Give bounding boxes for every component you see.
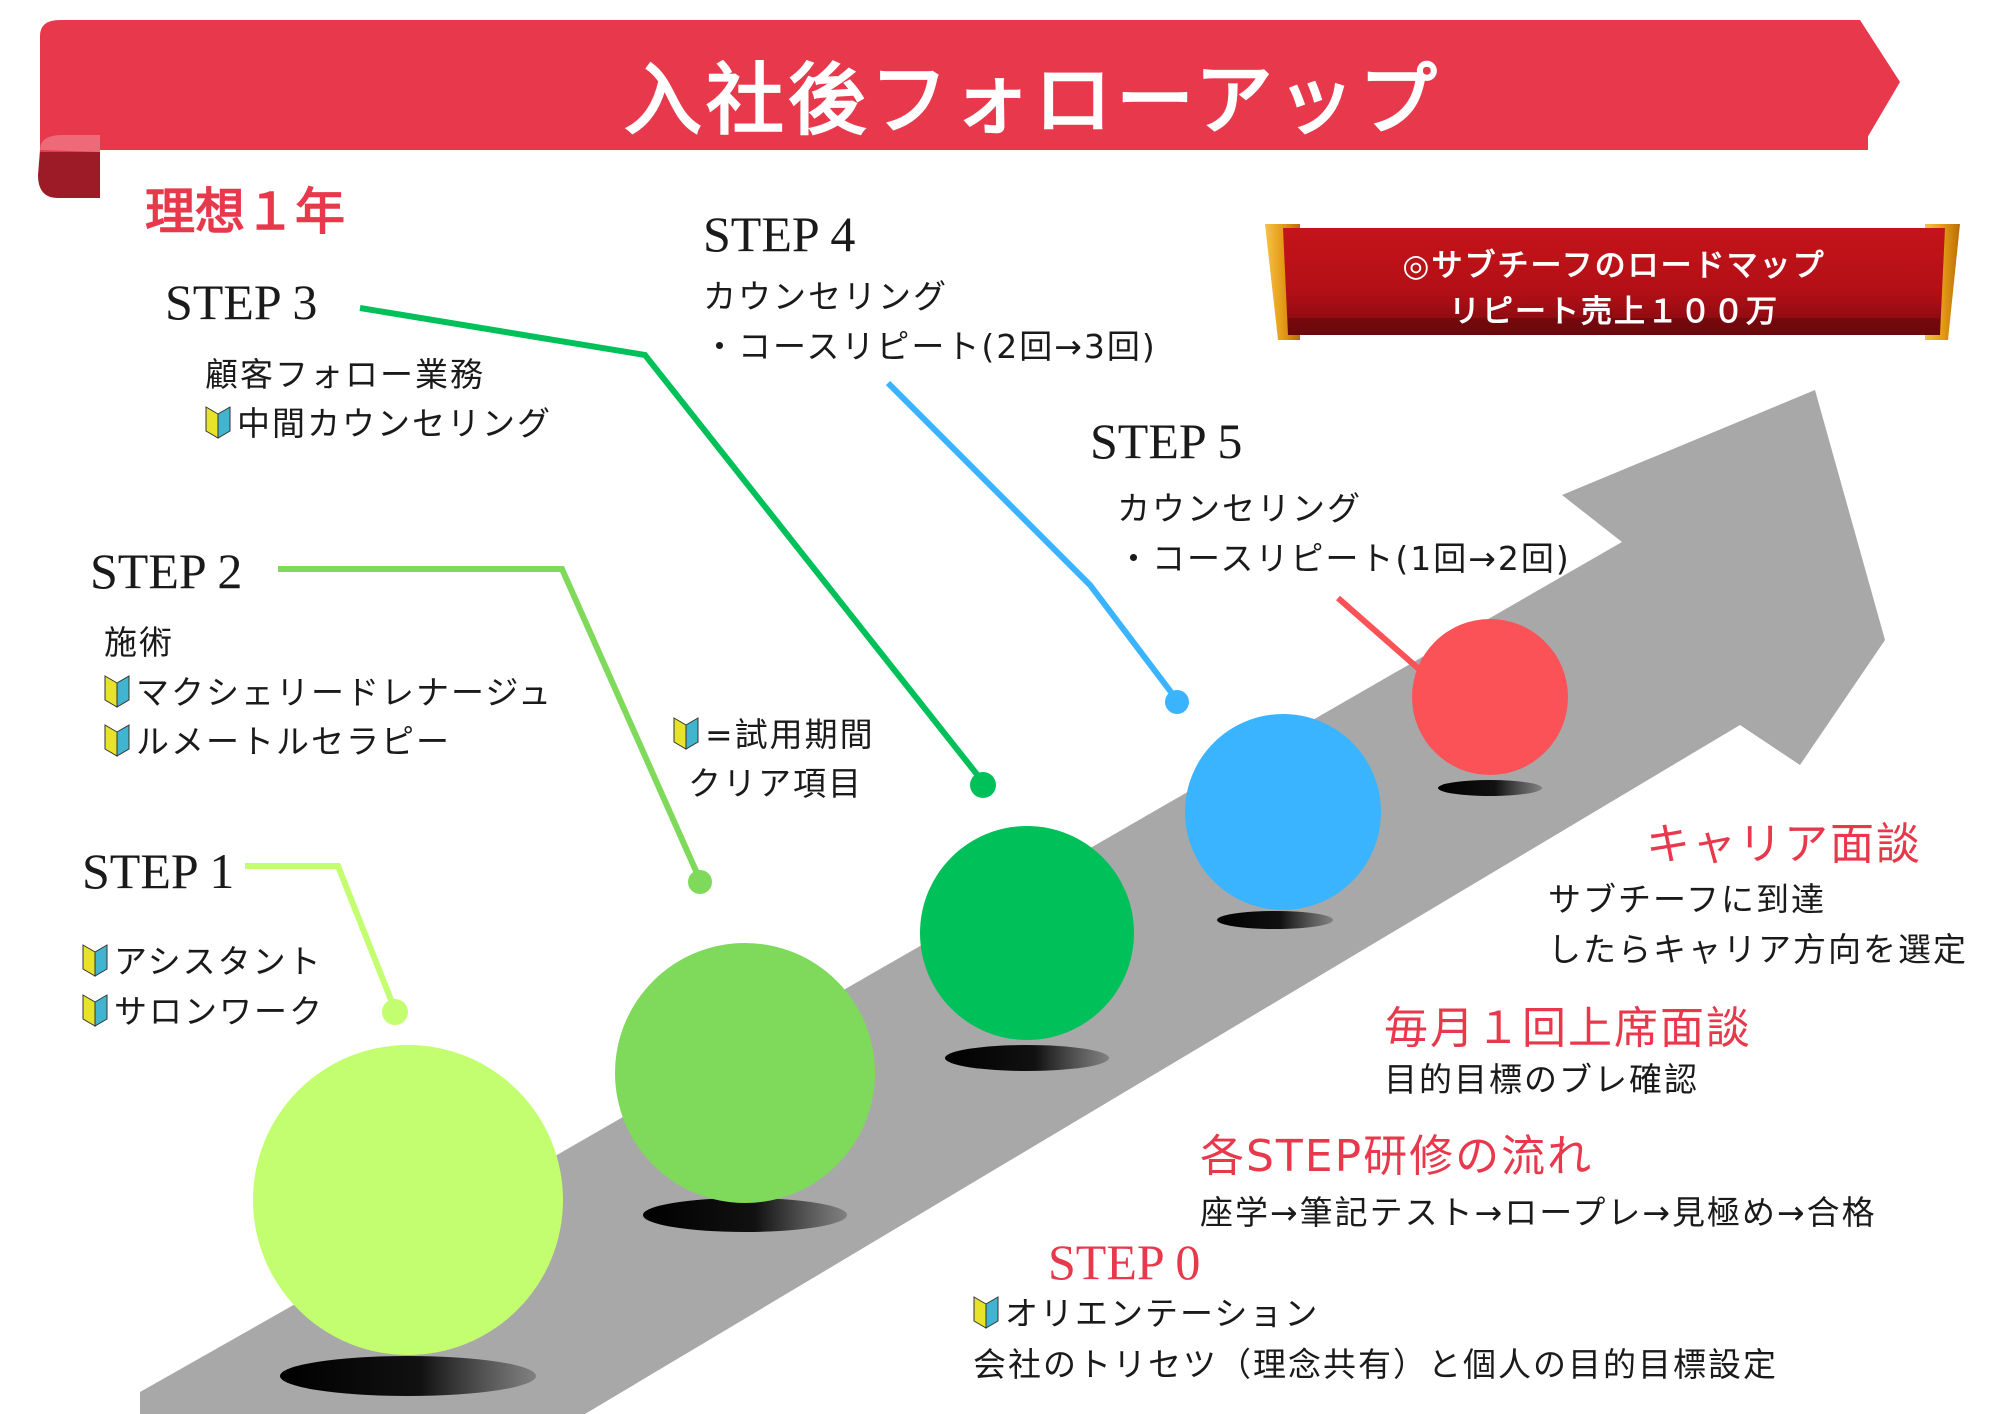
career-heading: キャリア面談 bbox=[1646, 819, 1922, 870]
step2-item: マクシェリードレナージュ bbox=[104, 666, 553, 714]
training-heading: 各STEP研修の流れ bbox=[1200, 1131, 1594, 1182]
legend-label: =試用期間 bbox=[705, 715, 875, 754]
step5-line: ・コースリピート(1回→2回) bbox=[1117, 539, 1571, 578]
step1-item: サロンワーク bbox=[82, 985, 324, 1033]
step1-item-label: サロンワーク bbox=[114, 992, 324, 1031]
ball-step3 bbox=[920, 826, 1134, 1040]
legend-line: クリア項目 bbox=[688, 764, 863, 803]
ball-shadow-step5 bbox=[1438, 780, 1542, 796]
career-line: サブチーフに到達 bbox=[1548, 880, 1827, 919]
step1-heading: STEP 1 bbox=[82, 843, 235, 899]
step2-item-label: ルメートルセラピー bbox=[136, 722, 451, 761]
beginner-mark-icon bbox=[673, 717, 699, 750]
beginner-mark-icon bbox=[104, 724, 130, 757]
step3-heading: STEP 3 bbox=[165, 274, 318, 330]
step3-item-label: 中間カウンセリング bbox=[237, 404, 552, 443]
step0-heading: STEP 0 bbox=[1048, 1234, 1201, 1290]
roadmap-badge bbox=[1265, 224, 1960, 340]
period-label: 理想１年 bbox=[145, 183, 345, 241]
ribbon-body bbox=[40, 20, 1868, 152]
step2-intro: 施術 bbox=[104, 623, 174, 662]
step4-line: ・コースリピート(2回→3回) bbox=[703, 327, 1157, 366]
ball-shadow-step2 bbox=[643, 1198, 847, 1232]
step0-item-label: オリエンテーション bbox=[1005, 1294, 1320, 1333]
step0-line: 会社のトリセツ（理念共有）と個人の目的目標設定 bbox=[973, 1345, 1778, 1384]
step1-item: アシスタント bbox=[82, 935, 323, 983]
connector-step3 bbox=[359, 305, 986, 784]
step3-intro: 顧客フォロー業務 bbox=[205, 355, 485, 394]
ribbon-curl bbox=[40, 135, 100, 152]
beginner-mark-icon bbox=[82, 994, 108, 1027]
step3-item: 中間カウンセリング bbox=[205, 397, 552, 445]
step4-heading: STEP 4 bbox=[703, 206, 856, 262]
monthly-line: 目的目標のブレ確認 bbox=[1384, 1060, 1699, 1099]
ball-shadow-step3 bbox=[945, 1045, 1109, 1071]
legend-line: =試用期間 bbox=[673, 708, 875, 756]
ball-shadow-step4 bbox=[1217, 911, 1333, 929]
beginner-mark-icon bbox=[205, 406, 231, 439]
ball-step1 bbox=[253, 1045, 563, 1355]
ball-shadow-step1 bbox=[280, 1356, 536, 1396]
step5-heading: STEP 5 bbox=[1090, 413, 1243, 469]
connector-dot-step1 bbox=[382, 999, 408, 1025]
title-ribbon bbox=[38, 20, 1900, 198]
step2-item: ルメートルセラピー bbox=[104, 715, 451, 763]
connector-step4 bbox=[885, 380, 1180, 702]
step5-line: カウンセリング bbox=[1117, 489, 1362, 528]
ribbon-tail bbox=[1820, 20, 1900, 150]
beginner-mark-icon bbox=[82, 944, 108, 977]
connector-dot-step3 bbox=[970, 772, 996, 798]
monthly-heading: 毎月１回上席面談 bbox=[1384, 1003, 1752, 1054]
ball-step5 bbox=[1412, 619, 1568, 775]
step4-line: カウンセリング bbox=[703, 277, 948, 316]
career-line: したらキャリア方向を選定 bbox=[1548, 930, 1968, 969]
beginner-mark-icon bbox=[104, 675, 130, 708]
beginner-mark-icon bbox=[973, 1296, 999, 1329]
step0-item: オリエンテーション bbox=[973, 1287, 1319, 1335]
connector-step5 bbox=[1336, 595, 1422, 673]
ribbon-fold bbox=[38, 150, 100, 198]
step1-item-label: アシスタント bbox=[114, 942, 323, 981]
step2-item-label: マクシェリードレナージュ bbox=[136, 673, 554, 712]
connector-dot-step2 bbox=[688, 870, 712, 894]
connector-step1 bbox=[245, 863, 398, 1012]
ball-step2 bbox=[615, 943, 875, 1203]
training-line: 座学→筆記テスト→ロープレ→見極め→合格 bbox=[1200, 1193, 1877, 1232]
page-title: 入社後フォローアップ bbox=[624, 56, 1441, 146]
badge-line-1: ◎サブチーフのロードマップ bbox=[1402, 248, 1826, 284]
connector-step2 bbox=[278, 566, 703, 882]
connector-dot-step4 bbox=[1165, 690, 1189, 714]
ball-step4 bbox=[1185, 714, 1381, 910]
step2-heading: STEP 2 bbox=[90, 543, 243, 599]
badge-line-2: リピート売上１００万 bbox=[1449, 294, 1779, 330]
